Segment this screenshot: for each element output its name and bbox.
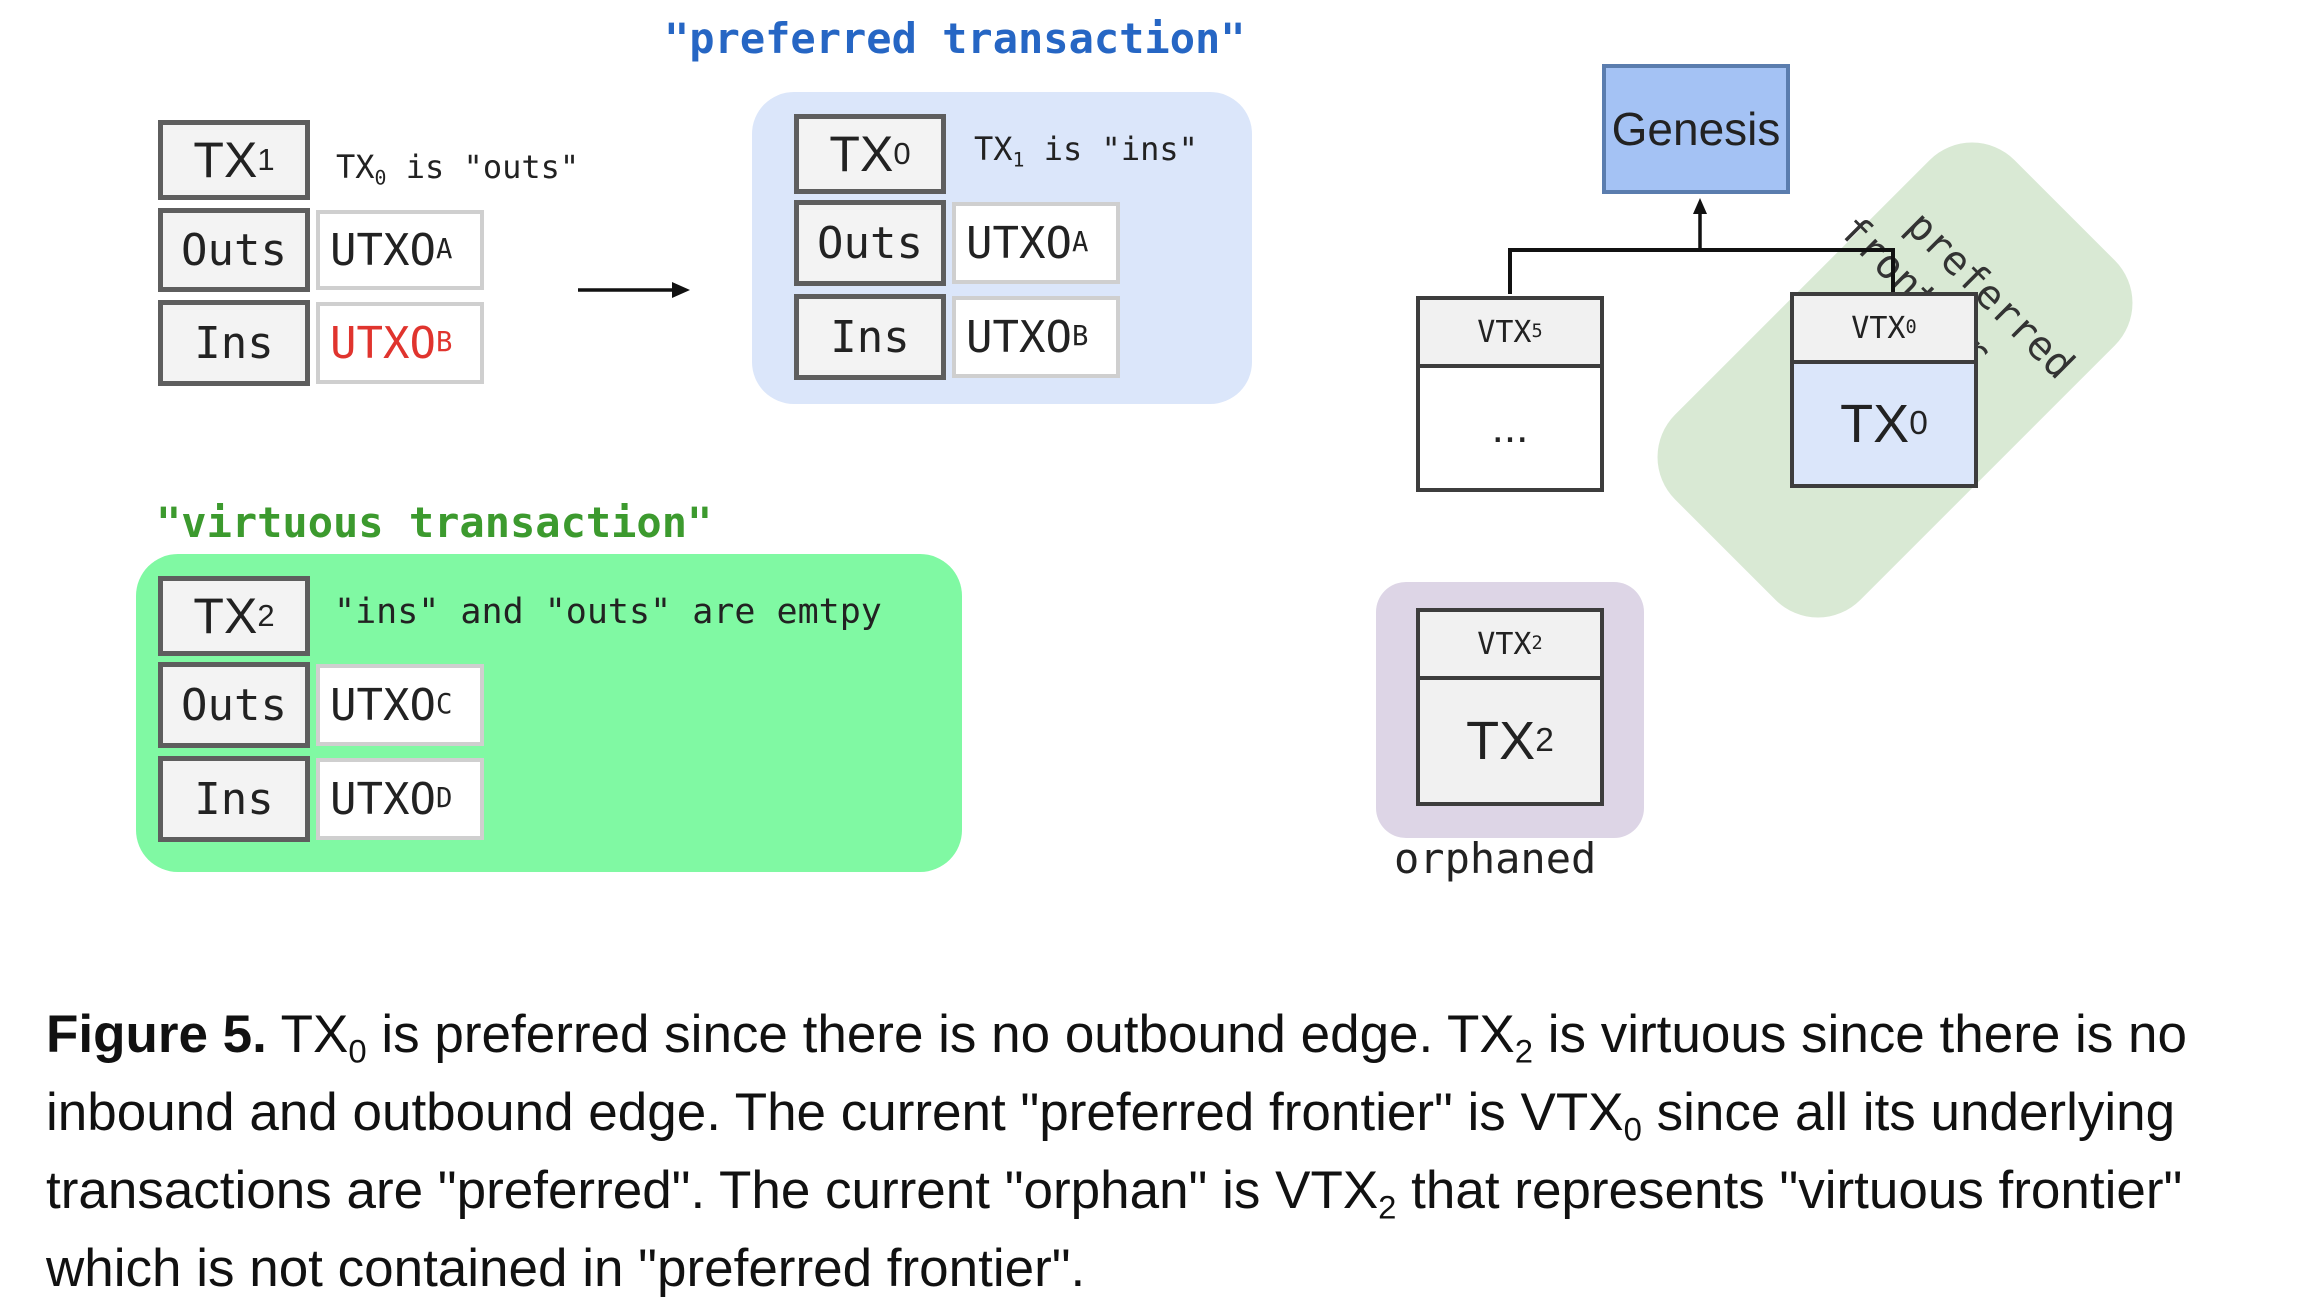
tx1-note: TX0 is "outs" (336, 148, 580, 190)
genesis-vertex: Genesis (1602, 64, 1790, 194)
tx0-ins-label: Ins (794, 294, 946, 380)
caption-figure-label: Figure 5. (46, 1005, 267, 1064)
tx1-outs-label: Outs (158, 208, 310, 292)
tx0-note: TX1 is "ins" (974, 130, 1198, 172)
virtuous-transaction-title: "virtuous transaction" (156, 498, 713, 547)
tx2-ins-label: Ins (158, 756, 310, 842)
orphaned-label: orphaned (1394, 834, 1597, 883)
figure-caption: Figure 5. TX0 is preferred since there i… (46, 1005, 2187, 1298)
tx0-outs-label: Outs (794, 200, 946, 286)
tx2-note: "ins" and "outs" are emtpy (334, 592, 882, 632)
preferred-transaction-title: "preferred transaction" (664, 14, 1246, 63)
vtx5-body: ... (1416, 364, 1604, 492)
tx1-ins-label: Ins (158, 300, 310, 386)
tx2-outs-label: Outs (158, 662, 310, 748)
dag-edges (1508, 198, 1895, 294)
transition-arrow (578, 282, 690, 298)
